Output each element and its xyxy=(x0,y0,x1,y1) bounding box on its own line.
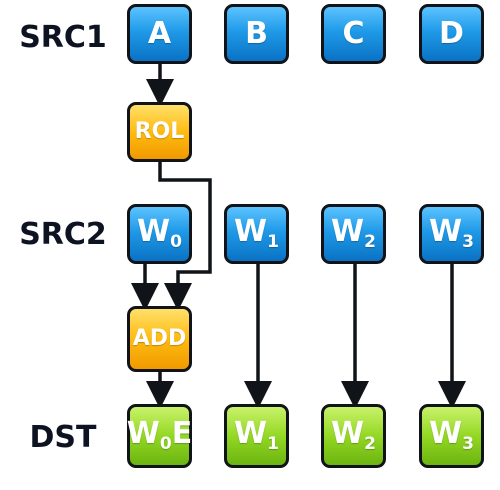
dst-w1-sub: 1 xyxy=(267,434,279,454)
dst-box-w0e: W0E xyxy=(127,404,192,468)
src2-w3-sub: 3 xyxy=(462,232,474,252)
src2-w0-sub: 0 xyxy=(170,232,182,252)
src1-box-c-label: C xyxy=(342,16,365,51)
src2-w0-letter: W xyxy=(137,214,171,249)
add-op-box: ADD xyxy=(127,306,192,372)
src2-w1-letter: W xyxy=(234,214,268,249)
dst-w3-sub: 3 xyxy=(462,434,474,454)
src2-box-w1: W1 xyxy=(224,204,289,264)
dst-box-w2: W2 xyxy=(321,404,386,468)
dst-w0e-suffix: E xyxy=(171,416,193,451)
src2-w2-sub: 2 xyxy=(364,232,376,252)
src1-box-b: B xyxy=(224,4,289,64)
dst-w3-letter: W xyxy=(429,416,463,451)
src2-w2-letter: W xyxy=(331,214,365,249)
rol-op-box: ROL xyxy=(127,102,192,162)
src2-box-w0: W0 xyxy=(127,204,192,264)
src2-box-w2: W2 xyxy=(321,204,386,264)
src2-box-w3: W3 xyxy=(419,204,484,264)
dst-w0e-letter: W xyxy=(126,416,160,451)
add-op-label: ADD xyxy=(132,326,187,351)
dst-box-w3: W3 xyxy=(419,404,484,468)
row-label-src1: SRC1 xyxy=(19,20,107,55)
dst-w2-letter: W xyxy=(331,416,365,451)
dst-w0e-sub: 0 xyxy=(159,434,172,454)
src1-box-c: C xyxy=(321,4,386,64)
row-label-dst: DST xyxy=(29,420,97,455)
src1-box-b-label: B xyxy=(245,16,268,51)
src1-box-d: D xyxy=(419,4,484,64)
rol-op-label: ROL xyxy=(134,119,185,144)
dst-w1-letter: W xyxy=(234,416,268,451)
src2-w1-sub: 1 xyxy=(267,232,279,252)
row-label-src2: SRC2 xyxy=(19,217,107,252)
dst-w2-sub: 2 xyxy=(364,434,376,454)
dst-box-w1: W1 xyxy=(224,404,289,468)
src1-box-a: A xyxy=(127,4,192,64)
src2-w3-letter: W xyxy=(429,214,463,249)
arrow-rol-to-add xyxy=(158,162,212,311)
src1-box-a-label: A xyxy=(147,16,172,51)
src1-box-d-label: D xyxy=(439,16,464,51)
